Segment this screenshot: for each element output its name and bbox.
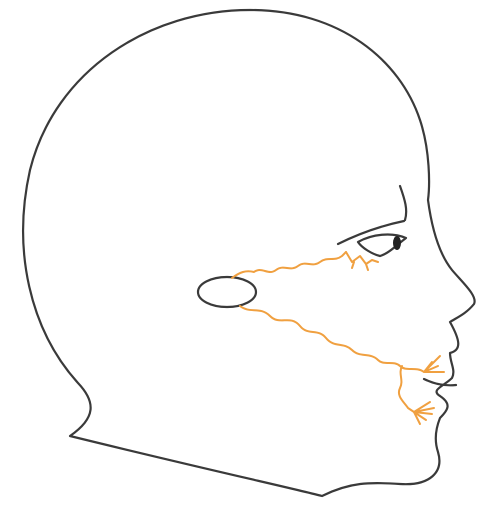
ear [198,277,256,307]
nerve-descending-branch [399,366,414,412]
head-outline [23,10,474,496]
nerve-lower-end-upper [424,356,444,372]
pupil [393,236,401,250]
nerve-branch-upper [232,252,346,278]
nerve-branch-lower [240,306,424,372]
nerve-lower-end-chin [414,402,434,424]
